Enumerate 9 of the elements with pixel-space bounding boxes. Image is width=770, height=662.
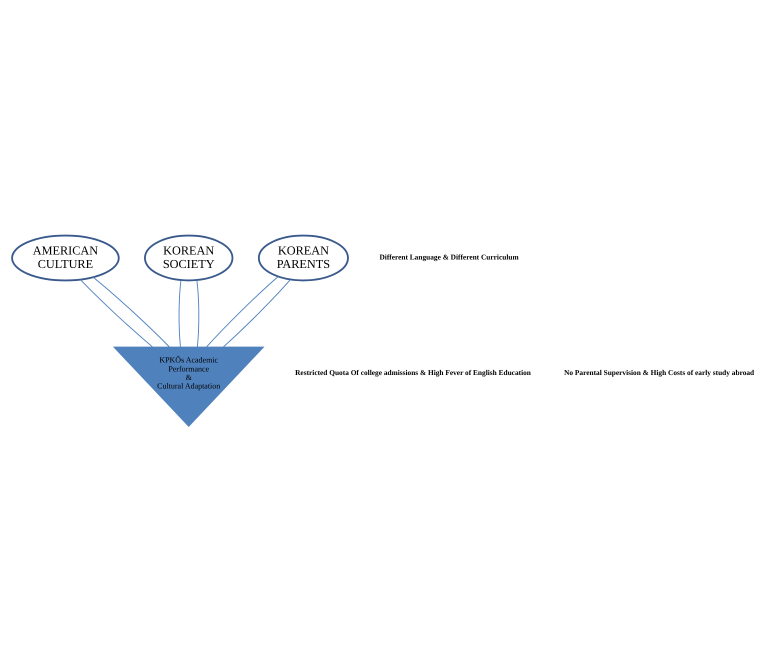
connector bbox=[80, 279, 153, 348]
node-ellipse: KOREAN PARENTS bbox=[258, 234, 349, 282]
connector bbox=[222, 279, 291, 348]
connector bbox=[92, 276, 170, 348]
node-ellipse: AMERICAN CULTURE bbox=[11, 234, 120, 282]
node-ellipse: KOREAN SOCIETY bbox=[144, 234, 234, 282]
connector bbox=[178, 280, 182, 348]
connector bbox=[196, 280, 200, 348]
connector bbox=[206, 276, 278, 348]
